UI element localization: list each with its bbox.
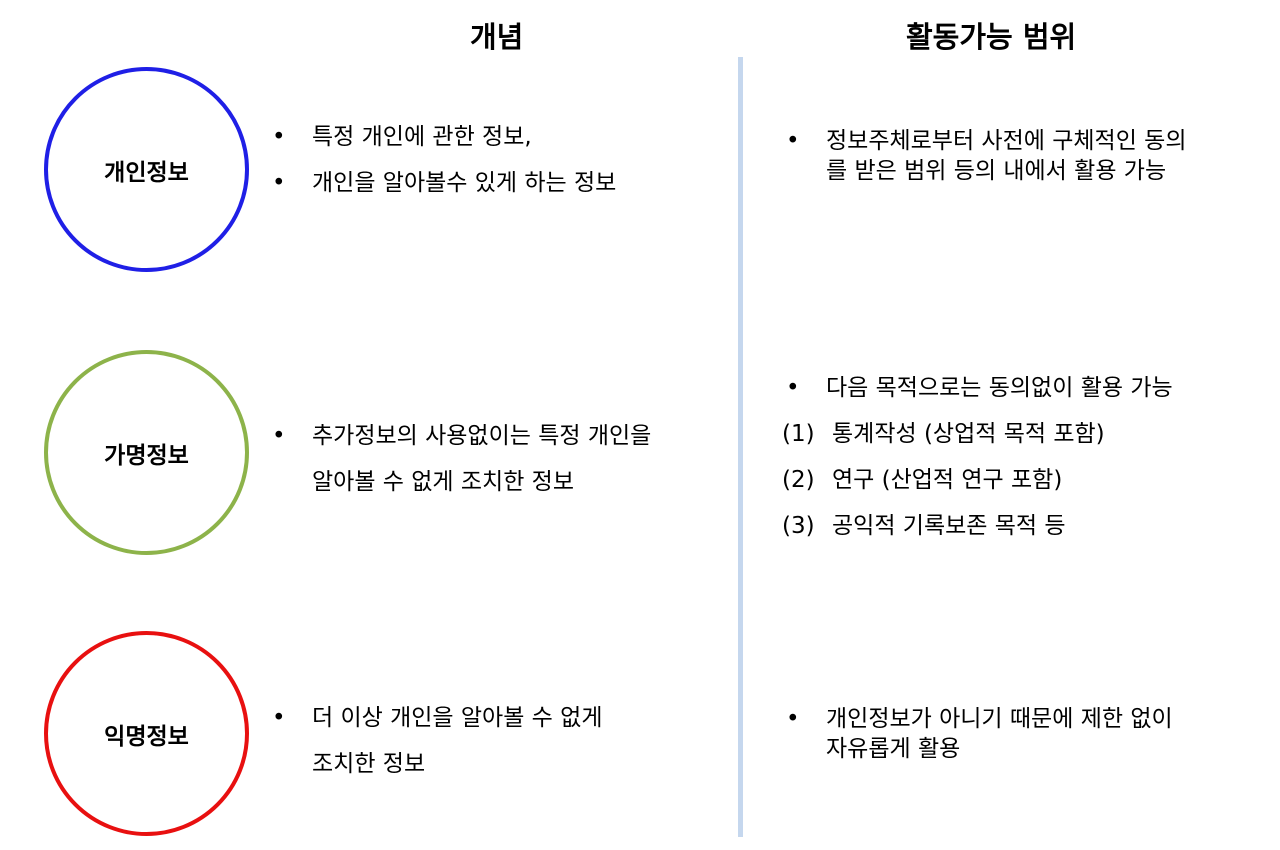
list-item: • 정보주체로부터 사전에 구체적인 동의 (782, 126, 1187, 156)
item-text: 공익적 기록보존 목적 등 (832, 513, 1066, 539)
concept-text: 개인을 알아볼수 있게 하는 정보 (312, 170, 617, 196)
scope-column-header: 활동가능 범위 (906, 20, 1077, 54)
item-number: (3) (782, 513, 815, 539)
numbered-item: (3) 공익적 기록보존 목적 등 (782, 503, 1173, 549)
list-item: • 개인을 알아볼수 있게 하는 정보 (268, 160, 616, 206)
scope-intro: 다음 목적으로는 동의없이 활용 가능 (826, 375, 1173, 401)
bullet-icon: • (786, 375, 800, 401)
anonymous-info-circle: 익명정보 (44, 631, 249, 836)
pseudonymous-info-label: 가명정보 (104, 442, 189, 469)
bullet-icon: • (272, 170, 286, 196)
personal-info-scope: • 정보주체로부터 사전에 구체적인 동의 를 받은 범위 등의 내에서 활용 … (782, 126, 1187, 186)
personal-info-concept: • 특정 개인에 관한 정보, • 개인을 알아볼수 있게 하는 정보 (268, 114, 616, 206)
item-text: 통계작성 (상업적 목적 포함) (832, 421, 1105, 447)
item-text: 연구 (산업적 연구 포함) (832, 467, 1063, 493)
personal-info-circle: 개인정보 (44, 67, 249, 272)
list-item: • 다음 목적으로는 동의없이 활용 가능 (782, 365, 1173, 411)
pseudonymous-info-circle: 가명정보 (44, 350, 249, 555)
bullet-icon: • (272, 423, 286, 449)
anonymous-info-concept: • 더 이상 개인을 알아볼 수 없게 조치한 정보 (268, 695, 602, 787)
bullet-icon: • (272, 705, 286, 731)
concept-column-header: 개념 (470, 20, 524, 54)
anonymous-info-scope: • 개인정보가 아니기 때문에 제한 없이 자유롭게 활용 (782, 704, 1173, 764)
list-item: • 개인정보가 아니기 때문에 제한 없이 (782, 704, 1173, 734)
pseudonymous-info-concept: • 추가정보의 사용없이는 특정 개인을 알아볼 수 없게 조치한 정보 (268, 413, 651, 505)
bullet-icon: • (272, 124, 286, 150)
scope-text-continued: 자유롭게 활용 (826, 736, 961, 762)
scope-text-continued: 를 받은 범위 등의 내에서 활용 가능 (826, 158, 1167, 184)
bullet-icon: • (786, 706, 800, 732)
numbered-item: (2) 연구 (산업적 연구 포함) (782, 457, 1173, 503)
item-number: (1) (782, 421, 815, 447)
column-divider (738, 57, 743, 837)
concept-text: 추가정보의 사용없이는 특정 개인을 (312, 423, 652, 449)
concept-text-continued: 알아볼 수 없게 조치한 정보 (312, 469, 575, 495)
numbered-item: (1) 통계작성 (상업적 목적 포함) (782, 411, 1173, 457)
personal-info-label: 개인정보 (104, 159, 189, 186)
concept-text-continued: 조치한 정보 (312, 751, 426, 777)
pseudonymous-info-scope: • 다음 목적으로는 동의없이 활용 가능 (1) 통계작성 (상업적 목적 포… (782, 365, 1173, 549)
bullet-icon: • (786, 128, 800, 154)
scope-text: 개인정보가 아니기 때문에 제한 없이 (826, 706, 1173, 732)
scope-text: 정보주체로부터 사전에 구체적인 동의 (826, 128, 1187, 154)
list-item: • 추가정보의 사용없이는 특정 개인을 (268, 413, 651, 459)
list-item: • 특정 개인에 관한 정보, (268, 114, 616, 160)
concept-text: 더 이상 개인을 알아볼 수 없게 (312, 705, 603, 731)
item-number: (2) (782, 467, 815, 493)
concept-text: 특정 개인에 관한 정보, (312, 124, 532, 150)
list-item: • 더 이상 개인을 알아볼 수 없게 (268, 695, 602, 741)
anonymous-info-label: 익명정보 (104, 723, 189, 750)
